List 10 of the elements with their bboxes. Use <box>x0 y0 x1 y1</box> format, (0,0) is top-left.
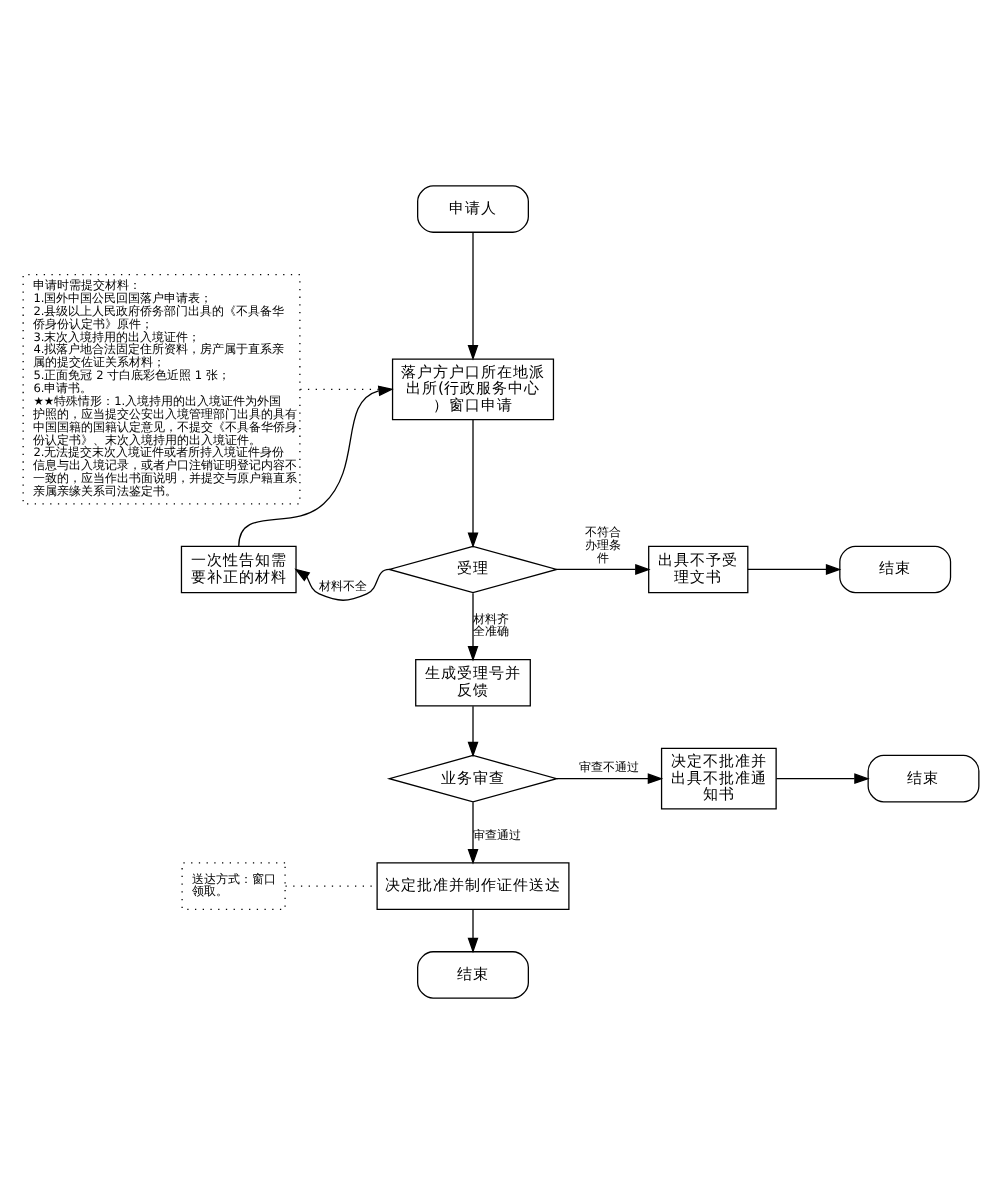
arrow <box>466 231 478 361</box>
arrow <box>555 773 663 785</box>
arrow <box>774 773 869 785</box>
arrow <box>293 568 389 601</box>
arrow <box>555 564 650 575</box>
arrow <box>237 385 393 547</box>
arrow <box>466 705 478 758</box>
arrow <box>466 419 478 549</box>
arrow <box>466 908 478 954</box>
arrow <box>746 564 841 575</box>
